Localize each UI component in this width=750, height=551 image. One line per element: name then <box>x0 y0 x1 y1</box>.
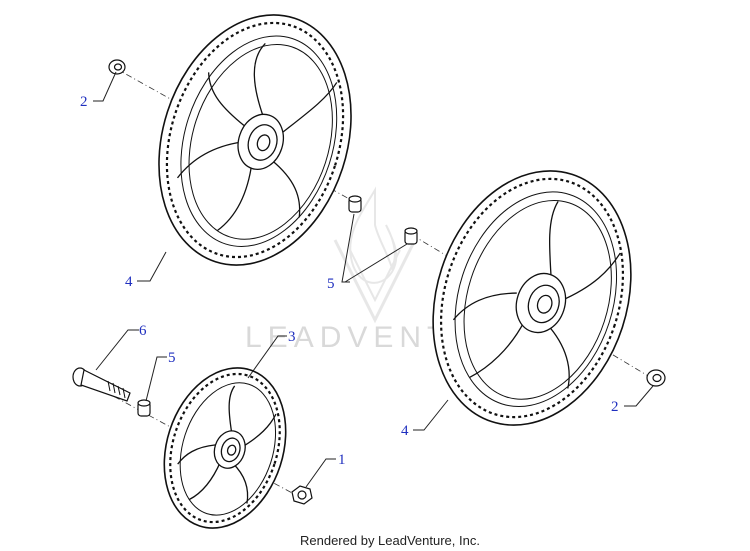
leader-6 <box>95 329 139 371</box>
callout-2-upper: 2 <box>80 94 88 110</box>
leader-5-right <box>344 243 408 283</box>
footer-credit: Rendered by LeadVenture, Inc. <box>300 533 480 548</box>
leader-4-lower <box>413 399 449 431</box>
callout-3: 3 <box>288 329 296 345</box>
flame-logo-icon <box>333 186 417 324</box>
bushing-right <box>404 227 418 245</box>
hex-nut <box>291 485 313 505</box>
bushing-upper <box>348 195 362 213</box>
leader-4-upper <box>137 251 167 282</box>
callout-4-lower: 4 <box>401 423 409 439</box>
callout-5-front: 5 <box>168 350 176 366</box>
leader-lines <box>93 71 654 488</box>
callouts: 2 4 5 3 6 5 1 4 2 <box>80 94 619 468</box>
bushing-front <box>137 399 151 417</box>
rear-wheel-upper <box>158 14 352 266</box>
washer-lower-right <box>646 369 666 387</box>
washer-upper <box>108 59 126 75</box>
callout-1: 1 <box>338 452 346 468</box>
callout-6: 6 <box>139 323 147 339</box>
leader-2-lower <box>624 385 654 407</box>
axis-right-wheel <box>411 234 656 381</box>
leader-2-upper <box>93 71 117 102</box>
callout-5-upper: 5 <box>327 276 335 292</box>
shoulder-bolt <box>72 367 131 402</box>
callout-4-upper: 4 <box>125 274 133 290</box>
rear-wheel-lower-right <box>432 170 632 426</box>
leader-1 <box>305 458 336 488</box>
hardware <box>72 59 666 505</box>
front-wheel <box>163 367 287 529</box>
leader-5-front <box>145 356 167 402</box>
leader-5-upper <box>341 213 355 283</box>
leader-3 <box>247 335 287 379</box>
callout-2-lower: 2 <box>611 399 619 415</box>
